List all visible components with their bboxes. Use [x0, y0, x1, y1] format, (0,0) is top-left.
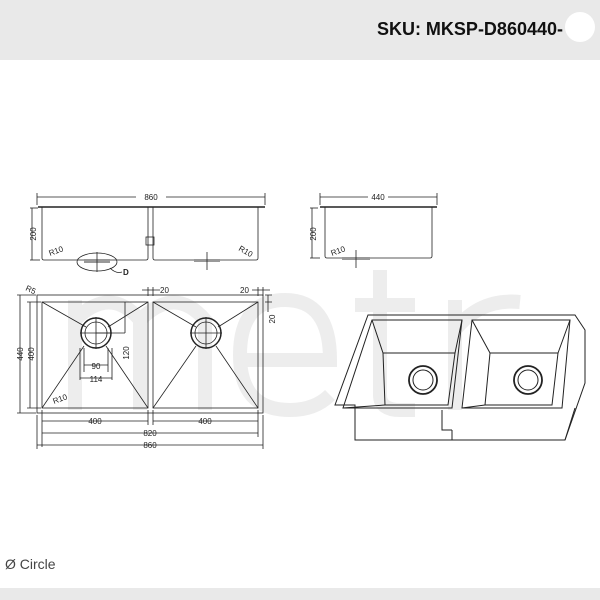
sku-label: SKU: MKSP-D860440-: [376, 19, 563, 39]
gap-label: 20: [160, 286, 169, 295]
outer-depth-label: 440: [16, 347, 25, 361]
radius-label: R10: [52, 392, 69, 406]
outer-total-label: 860: [143, 441, 157, 450]
inner-total-label: 820: [143, 429, 157, 438]
side-width-label: 440: [371, 193, 385, 202]
rim-side-label: 20: [240, 286, 249, 295]
watermark: [68, 270, 521, 418]
detail-label: D: [123, 268, 129, 277]
bowl-depth-label: 400: [27, 347, 36, 361]
side-height-label: 200: [309, 227, 318, 241]
isometric-view: [334, 314, 586, 441]
side-view: 440 200 R10: [309, 192, 438, 268]
circle-badge: [565, 12, 595, 42]
front-width-label: 860: [144, 193, 158, 202]
footer-bar: [0, 588, 600, 600]
bowl-left-width-label: 400: [88, 417, 102, 426]
drain-inner-label: 90: [92, 362, 101, 371]
radius-label: R10: [48, 244, 65, 258]
drain-outer-label: 114: [90, 375, 103, 384]
front-view: 860 200 R10 R10 D: [29, 192, 266, 277]
radius-label: R5: [24, 284, 38, 297]
front-height-label: 200: [29, 227, 38, 241]
radius-label: R10: [330, 244, 347, 258]
bowl-right-width-label: 400: [198, 417, 212, 426]
diameter-icon: Ø: [5, 556, 16, 572]
shape-indicator: Ø Circle: [5, 556, 56, 572]
radius-label: R10: [237, 244, 255, 259]
shape-label: Circle: [19, 556, 56, 572]
rim-top-label: 20: [268, 314, 277, 323]
header-bar: SKU: MKSP-D860440-: [0, 0, 600, 60]
drain-offset-label: 120: [122, 346, 131, 360]
